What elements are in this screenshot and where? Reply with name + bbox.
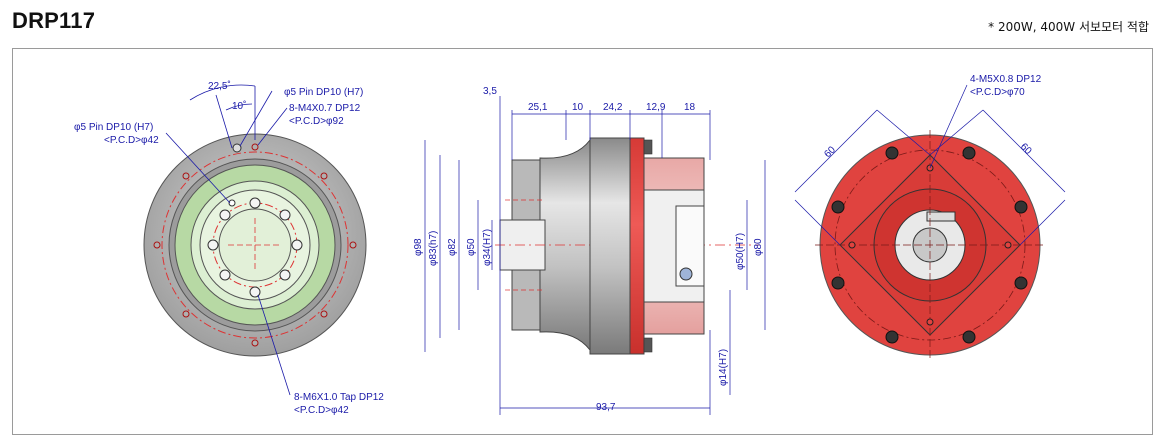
pin-left-label-2: <P.C.D>φ42 <box>104 135 159 146</box>
dim-top-5: 18 <box>684 102 696 113</box>
rear-tap-label-2: <P.C.D>φ70 <box>970 87 1025 98</box>
dim-left-1: φ83(h7) <box>428 231 439 266</box>
drawing-frame <box>12 48 1153 435</box>
pin-hole-inner <box>228 199 236 207</box>
m6-tap-holes <box>207 197 303 298</box>
square-right-dim: 60 <box>1018 141 1034 157</box>
side-view: 3,5 25,1 10 24,2 12,9 18 93,7 φ98 φ83(h7… <box>413 86 766 415</box>
clamp-screw <box>926 211 956 222</box>
dim-left-0: φ98 <box>413 238 424 256</box>
pin-hole-top <box>232 143 242 153</box>
motor-adapter <box>629 137 645 355</box>
pin-left-label-1: φ5 Pin DP10 (H7) <box>74 122 153 133</box>
front-view: 22,5˚ 10˚ φ5 Pin DP10 (H7) 8-M4X0.7 DP12… <box>74 80 384 416</box>
tap-bottom-label-2: <P.C.D>φ42 <box>294 405 349 416</box>
dim-left-4: φ34(H7) <box>482 229 493 266</box>
clamp-bolt <box>679 267 693 281</box>
dim-left-3: φ50 <box>466 238 477 256</box>
angle-inner-label: 10˚ <box>232 100 246 112</box>
main-body <box>589 137 631 355</box>
rear-taps <box>848 164 1012 326</box>
angle-outer-label: 22,5˚ <box>208 80 231 92</box>
dim-bottom-right: φ14(H7) <box>718 349 729 386</box>
overall-length: 93,7 <box>596 402 616 413</box>
servo-note: * 200W, 400W 서보모터 적합 <box>988 20 1149 34</box>
dim-right-0: φ50(H7) <box>735 233 746 270</box>
tap-top-label-2: <P.C.D>φ92 <box>289 116 344 127</box>
rear-tap-label-1: 4-M5X0.8 DP12 <box>970 74 1042 85</box>
pin-top-label: φ5 Pin DP10 (H7) <box>284 87 363 98</box>
tap-top-label-1: 8-M4X0.7 DP12 <box>289 103 361 114</box>
dim-top-1: 25,1 <box>528 102 548 113</box>
dim-top-3: 24,2 <box>603 102 623 113</box>
page-title: DRP117 <box>12 8 96 33</box>
rear-bolts <box>831 146 1028 344</box>
dim-top-0: 3,5 <box>483 86 497 97</box>
rear-view: 60 60 4-M5X0.8 DP12 <P.C.D>φ70 <box>794 74 1066 360</box>
dim-top-2: 10 <box>572 102 584 113</box>
square-left-dim: 60 <box>822 144 838 160</box>
dim-top-4: 12,9 <box>646 102 666 113</box>
tap-bottom-label-1: 8-M6X1.0 Tap DP12 <box>294 392 384 403</box>
m4-tap-holes <box>153 143 357 347</box>
dim-right-1: φ80 <box>753 238 764 256</box>
dim-left-2: φ82 <box>447 238 458 256</box>
pcd-92-circle <box>161 151 349 339</box>
